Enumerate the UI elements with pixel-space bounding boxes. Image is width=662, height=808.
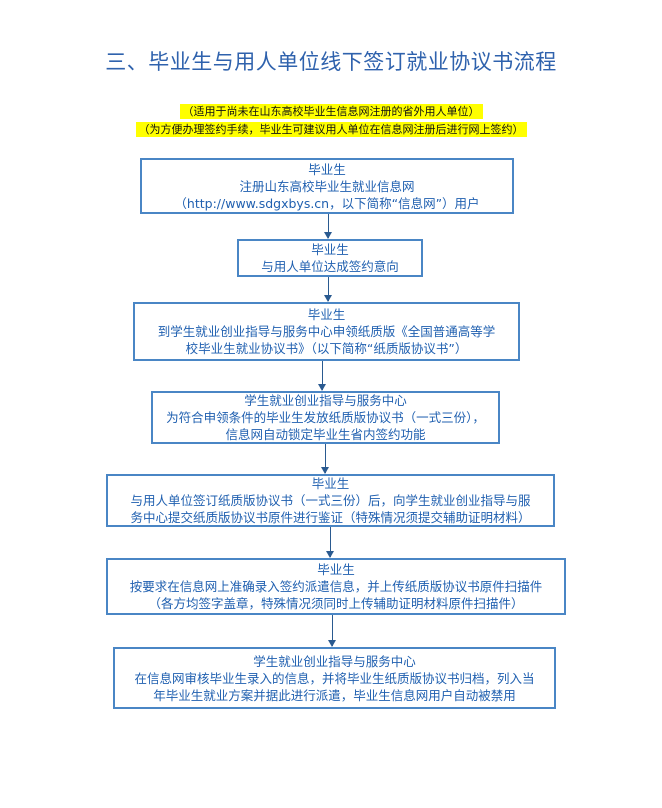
step-text: 信息网自动锁定毕业生省内签约功能	[225, 427, 426, 442]
step-actor: 毕业生	[311, 242, 349, 257]
step-text: 年毕业生就业方案并据此进行派遣，毕业生信息网用户自动被禁用	[153, 687, 516, 703]
arrow-down-icon	[321, 444, 329, 474]
step-actor: 毕业生	[308, 161, 346, 177]
step-text: 校毕业生就业协议书》（以下简称“纸质版协议书”）	[185, 341, 468, 356]
step-2-intent: 毕业生 与用人单位达成签约意向	[237, 239, 423, 277]
step-1-register: 毕业生 注册山东高校毕业生就业信息网 （http://www.sdgxbys.c…	[140, 158, 514, 214]
step-text: 注册山东高校毕业生就业信息网	[239, 178, 415, 194]
step-text: 与用人单位签订纸质版协议书（一式三份）后，向学生就业创业指导与服	[130, 493, 531, 508]
note-suggestion: （为方便办理签约手续，毕业生可建议用人单位在信息网注册后进行网上签约）	[0, 121, 662, 137]
step-6-upload: 毕业生 按要求在信息网上准确录入签约派遣信息，并上传纸质版协议书原件扫描件 （各…	[106, 558, 566, 615]
step-3-apply: 毕业生 到学生就业创业指导与服务中心申领纸质版《全国普通高等学 校毕业生就业协议…	[133, 302, 520, 361]
step-text: （各方均签字盖章，特殊情况须同时上传辅助证明材料原件扫描件）	[148, 596, 524, 611]
page-title: 三、毕业生与用人单位线下签订就业协议书流程	[105, 50, 557, 74]
step-text: 在信息网审核毕业生录入的信息，并将毕业生纸质版协议书归档，列入当	[134, 670, 535, 686]
arrow-down-icon	[326, 527, 334, 558]
step-text: 到学生就业创业指导与服务中心申领纸质版《全国普通高等学	[157, 324, 496, 339]
step-actor: 毕业生	[307, 307, 346, 322]
step-actor: 学生就业创业指导与服务中心	[253, 653, 416, 669]
step-text: 务中心提交纸质版协议书原件进行鉴证（特殊情况须提交辅助证明材料）	[130, 510, 531, 525]
step-text: 与用人单位达成签约意向	[261, 259, 399, 274]
step-actor: 毕业生	[311, 476, 350, 491]
step-7-review: 学生就业创业指导与服务中心 在信息网审核毕业生录入的信息，并将毕业生纸质版协议书…	[113, 647, 556, 709]
step-actor: 学生就业创业指导与服务中心	[244, 393, 407, 408]
step-text: 按要求在信息网上准确录入签约派遣信息，并上传纸质版协议书原件扫描件	[129, 579, 543, 594]
step-text: （http://www.sdgxbys.cn，以下简称“信息网”）用户	[174, 195, 480, 211]
step-text: 为符合申领条件的毕业生发放纸质版协议书（一式三份），	[166, 410, 485, 425]
step-actor: 毕业生	[317, 562, 355, 577]
arrow-down-icon	[328, 615, 336, 647]
arrow-down-icon	[324, 214, 332, 239]
step-4-issue: 学生就业创业指导与服务中心 为符合申领条件的毕业生发放纸质版协议书（一式三份），…	[151, 391, 500, 444]
step-5-sign: 毕业生 与用人单位签订纸质版协议书（一式三份）后，向学生就业创业指导与服 务中心…	[106, 474, 555, 527]
note-applicability: （适用于尚未在山东高校毕业生信息网注册的省外用人单位）	[0, 103, 662, 119]
arrow-down-icon	[324, 277, 332, 302]
arrow-down-icon	[318, 361, 326, 391]
